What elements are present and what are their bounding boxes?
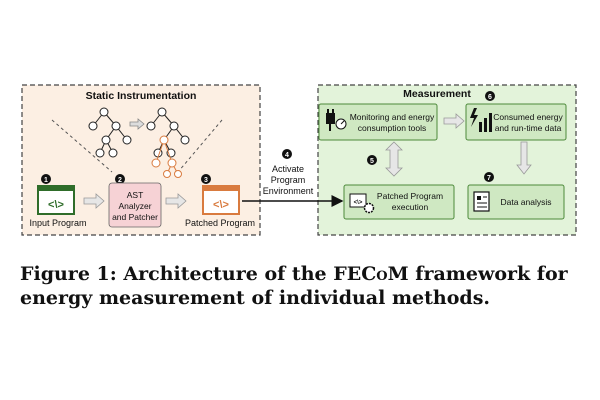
monitoring-label-line-1: Monitoring and energy: [350, 112, 435, 122]
step-5-number: 5: [370, 158, 374, 165]
consumed-energy-label-line-2: and run-time data: [495, 123, 562, 133]
flow-arrow: [165, 193, 187, 209]
patched-ast-tree-icon: [146, 107, 190, 178]
architecture-diagram: Static Instrumentation: [21, 84, 577, 236]
step-4-number: 4: [285, 152, 289, 159]
flow-arrow: [516, 141, 532, 175]
data-analysis-box: 7 Data analysis: [467, 172, 565, 220]
data-analysis-label: Data analysis: [500, 197, 551, 207]
step-3-number: 3: [204, 177, 208, 184]
ast-analyzer-label-line-3: and Patcher: [112, 212, 158, 222]
step-1-number: 1: [44, 177, 48, 184]
power-plug-icon: [326, 109, 347, 131]
ast-analyzer-step: 2 AST Analyzer and Patcher: [108, 174, 162, 228]
patched-program-step: 3 <\> Patched Program: [185, 174, 255, 228]
flow-arrow: [83, 193, 105, 209]
patched-execution-box: <\> Patched Program execution: [343, 184, 455, 220]
patched-code-icon-text: <\>: [213, 199, 229, 211]
bidirectional-arrow: 5: [367, 141, 403, 177]
step-7-number: 7: [487, 175, 491, 182]
activation-label-line-1: Activate: [272, 164, 304, 174]
caption-prefix: Figure 1: Architecture of the: [20, 263, 334, 285]
input-program-step: 1 <\> Input Program: [29, 174, 87, 228]
ast-analyzer-box: [108, 182, 162, 228]
patched-execution-label-line-1: Patched Program: [377, 191, 443, 201]
code-icon-text: <\>: [48, 199, 64, 211]
caption-framework-name: FECoM: [333, 263, 409, 285]
monitoring-label-line-2: consumption tools: [358, 123, 427, 133]
ast-analyzer-label-line-1: AST: [127, 190, 144, 200]
step-6-number: 6: [488, 94, 492, 101]
monitoring-tools-box: Monitoring and energy consumption tools: [318, 103, 438, 141]
transform-arrow: [129, 118, 145, 130]
consumed-energy-box: 6 Consumed energy and run-time data: [465, 91, 567, 141]
report-chart-icon: [473, 191, 490, 212]
measurement-section-title: Measurement: [403, 88, 471, 100]
caption-suffix: framework for energy measurement of indi…: [20, 263, 568, 309]
code-window-icon: <\>: [37, 185, 75, 215]
activation-label-line-2: Program: [271, 175, 306, 185]
code-gear-icon: <\>: [349, 193, 375, 214]
input-program-label: Input Program: [29, 218, 86, 228]
ast-analyzer-label-line-2: Analyzer: [118, 201, 151, 211]
code-gear-icon-text: <\>: [354, 200, 363, 206]
consumed-energy-label-line-1: Consumed energy: [493, 112, 563, 122]
patched-program-label: Patched Program: [185, 218, 255, 228]
figure-caption: Figure 1: Architecture of the FECoM fram…: [20, 262, 588, 310]
patched-code-window-icon: <\>: [202, 185, 240, 215]
ast-tree-icon: [88, 107, 132, 158]
step-2-number: 2: [118, 177, 122, 184]
flow-arrow: [443, 113, 465, 129]
activation-step: 4 Activate Program Environment: [263, 149, 314, 196]
static-section-title: Static Instrumentation: [86, 90, 197, 102]
patched-execution-label-line-2: execution: [392, 202, 429, 212]
activation-label-line-3: Environment: [263, 186, 314, 196]
energy-bars-icon: [470, 108, 492, 132]
